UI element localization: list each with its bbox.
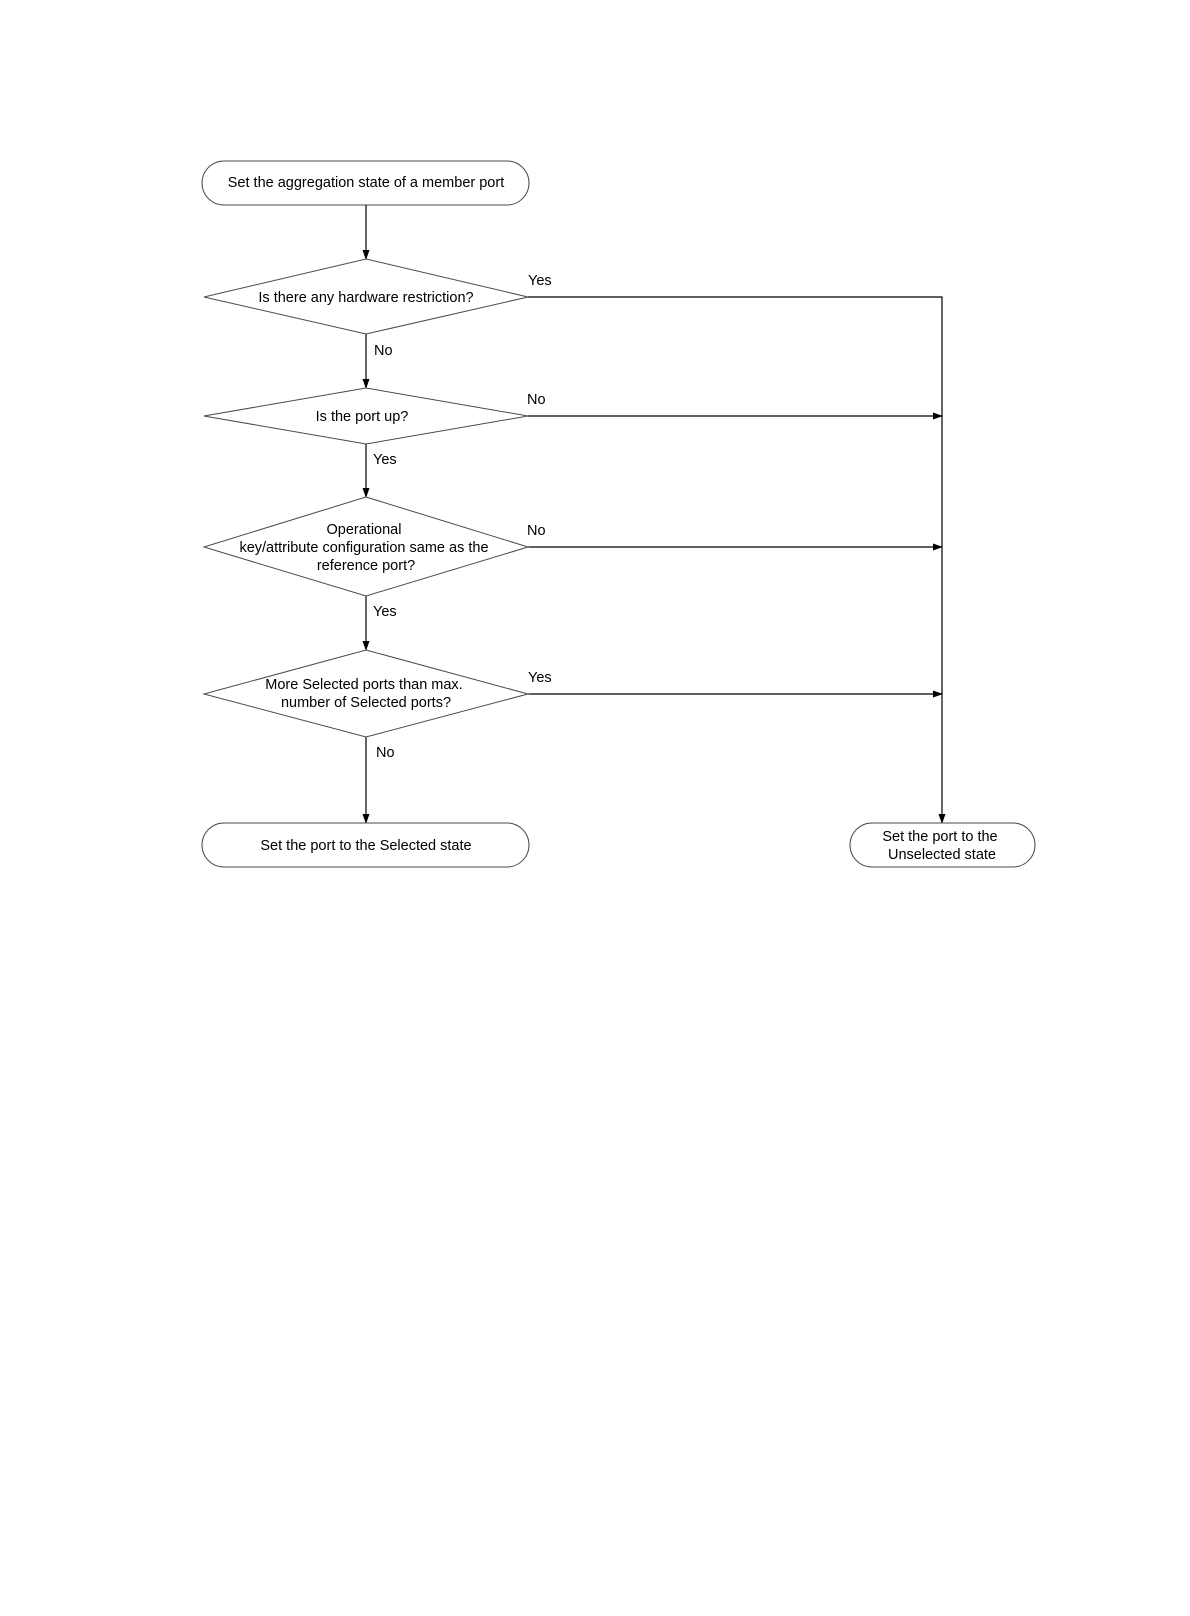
node-hardware-decision: Is there any hardware restriction?: [203, 258, 529, 335]
operational-decision-label: Operational key/attribute configuration …: [239, 522, 492, 574]
edge-labels: Yes No No Yes No Yes Yes No: [373, 273, 552, 761]
operational-yes-label: Yes: [373, 604, 397, 620]
port-up-decision-diamond: [203, 387, 529, 445]
node-start: Set the aggregation state of a member po…: [201, 160, 530, 206]
start-terminator: [201, 160, 530, 206]
start-label: Set the aggregation state of a member po…: [228, 175, 504, 191]
port-up-decision-label: Is the port up?: [316, 409, 409, 425]
hardware-decision-diamond: [203, 258, 529, 335]
port-up-yes-label: Yes: [373, 452, 397, 468]
node-operational-decision: Operational key/attribute configuration …: [202, 496, 530, 597]
node-selected-end: Set the port to the Selected state: [201, 822, 530, 868]
hardware-decision-label: Is there any hardware restriction?: [258, 290, 473, 306]
operational-decision-diamond: [202, 496, 530, 597]
selected-end-label: Set the port to the Selected state: [260, 838, 471, 854]
max-selected-decision-label: More Selected ports than max. number of …: [265, 677, 467, 711]
node-unselected-end: Set the port to the Unselected state: [849, 822, 1036, 868]
max-selected-no-label: No: [376, 745, 395, 761]
max-selected-yes-label: Yes: [528, 670, 552, 686]
edges: [362, 205, 946, 824]
hardware-no-label: No: [374, 343, 393, 359]
hardware-yes-label: Yes: [528, 273, 552, 289]
node-port-up-decision: Is the port up?: [203, 387, 529, 445]
operational-no-label: No: [527, 523, 546, 539]
selected-terminator: [201, 822, 530, 868]
max-selected-decision-diamond: [202, 649, 530, 738]
unselected-end-label: Set the port to the Unselected state: [882, 829, 1001, 863]
unselected-terminator: [849, 822, 1036, 868]
node-max-selected-decision: More Selected ports than max. number of …: [202, 649, 530, 738]
edge-hardware-yes-to-unselected: [528, 296, 946, 824]
port-up-no-label: No: [527, 392, 546, 408]
